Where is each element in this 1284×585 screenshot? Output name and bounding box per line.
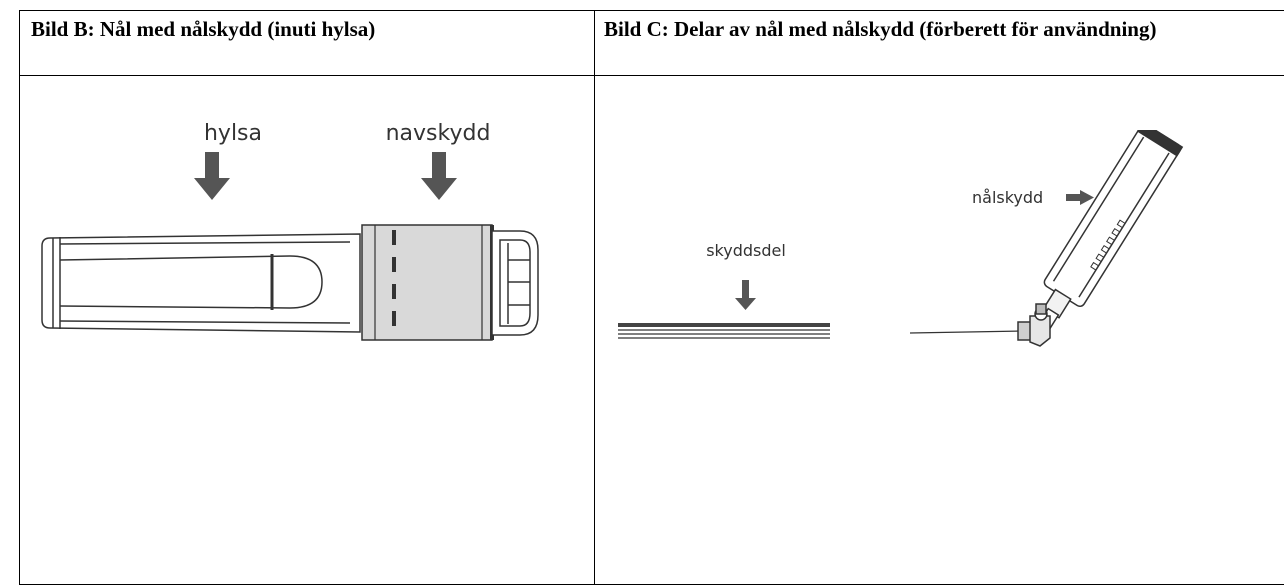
hub-cover-label: navskydd	[386, 121, 491, 146]
figure-b-heading: Bild B: Nål med nålskydd (inuti hylsa)	[31, 17, 376, 41]
needle-guard-arrow	[1066, 190, 1094, 205]
sleeve-body	[41, 233, 361, 333]
needle-hub	[909, 303, 1051, 347]
figure-c-illustration: skyddsdel nålskydd	[618, 130, 1184, 347]
figure-c-heading: Bild C: Delar av nål med nålskydd (förbe…	[604, 17, 1157, 41]
sleeve-arrow	[194, 152, 230, 200]
protective-part-label: skyddsdel	[706, 241, 786, 260]
protective-part-arrow	[735, 280, 756, 310]
needle-guard-label: nålskydd	[972, 188, 1043, 207]
hub-cover-arrow	[421, 152, 457, 200]
protective-part	[618, 323, 830, 339]
header-row-divider	[20, 75, 1284, 76]
hub-cover	[361, 224, 494, 341]
sleeve-label: hylsa	[204, 121, 262, 146]
hub-end	[491, 230, 539, 336]
figure-b-illustration: hylsa navskydd	[41, 121, 539, 341]
instruction-table: Bild B: Nål med nålskydd (inuti hylsa) B…	[19, 10, 1284, 585]
column-divider	[594, 11, 595, 584]
needle-guard	[1038, 130, 1184, 330]
